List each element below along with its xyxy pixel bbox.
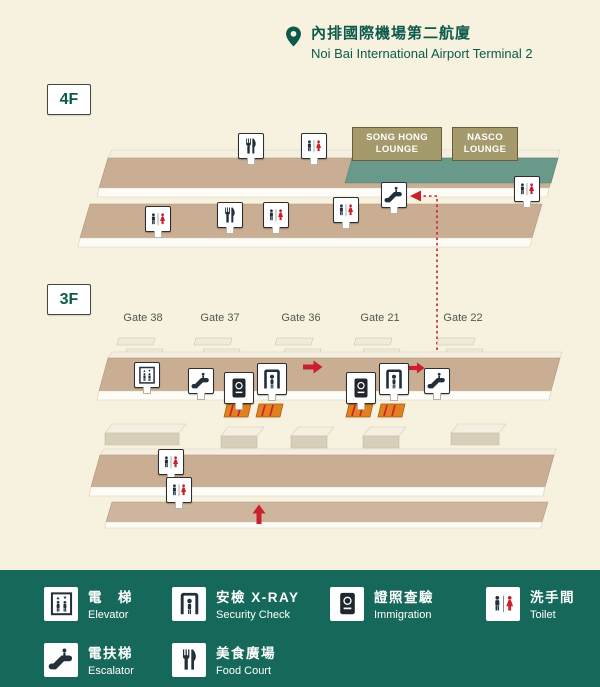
legend-item-toilet: 洗手間 Toilet [486, 586, 575, 621]
toilet-icon [486, 586, 520, 621]
immigration-icon [224, 372, 254, 404]
elevator-icon [134, 362, 160, 388]
route-arrowhead [410, 190, 421, 202]
immigration-icon [346, 372, 376, 404]
legend-item-immigration: 證照查驗 Immigration [330, 586, 434, 621]
security-check-icon [172, 586, 206, 621]
terminal-title-en: Noi Bai International Airport Terminal 2 [311, 46, 533, 61]
toilet-icon [333, 197, 359, 223]
legend-label-zh: 電 梯 [88, 590, 133, 605]
toilet-icon [301, 133, 327, 159]
legend-bar: 電 梯 Elevator 安檢 X-RAY Security Check 證照查… [0, 570, 600, 687]
floor-label-3f: 3F [47, 284, 91, 315]
toilet-icon [166, 477, 192, 503]
food-court-icon [217, 202, 243, 228]
legend-label-en: Immigration [374, 609, 432, 621]
gate-label: Gate 21 [360, 312, 400, 324]
partition-blocks [104, 423, 507, 449]
food-court-icon [238, 133, 264, 159]
legend-label-en: Food Court [216, 665, 272, 677]
legend-label-zh: 安檢 X-RAY [216, 590, 300, 605]
legend-label-en: Escalator [88, 665, 134, 677]
floor-label-4f: 4F [47, 84, 91, 115]
security-check-icon [379, 363, 409, 395]
legend-label-zh: 美食廣場 [216, 646, 276, 661]
toilet-icon [145, 206, 171, 232]
food-court-icon [172, 642, 206, 677]
nasco-lounge-sign: NASCO LOUNGE [452, 127, 518, 161]
escalator-icon [381, 182, 407, 208]
song-hong-lounge-sign: SONG HONG LOUNGE [352, 127, 442, 161]
security-check-icon [257, 363, 287, 395]
legend-label-zh: 證照查驗 [374, 590, 434, 605]
legend-item-escalator: 電扶梯 Escalator [44, 642, 134, 677]
legend-item-security-check: 安檢 X-RAY Security Check [172, 586, 300, 621]
escalator-icon [44, 642, 78, 677]
toilet-icon [158, 449, 184, 475]
immigration-icon [330, 586, 364, 621]
xray-machines [223, 403, 406, 418]
terminal-titles: 內排國際機場第二航廈 Noi Bai International Airport… [311, 22, 533, 61]
elevator-icon [44, 586, 78, 621]
gate-label: Gate 37 [200, 312, 240, 324]
legend-item-food-court: 美食廣場 Food Court [172, 642, 276, 677]
escalator-route-dashed-line [410, 190, 438, 372]
legend-item-elevator: 電 梯 Elevator [44, 586, 133, 621]
gate-label: Gate 22 [443, 312, 483, 324]
toilet-icon [514, 176, 540, 202]
legend-label-zh: 洗手間 [530, 590, 575, 605]
legend-label-en: Elevator [88, 609, 129, 621]
toilet-icon [263, 202, 289, 228]
legend-label-zh: 電扶梯 [88, 646, 133, 661]
floor-3f-top-corridor [96, 351, 563, 401]
legend-label-en: Toilet [530, 609, 556, 621]
floor-3f-lower-corridor [88, 448, 557, 529]
gate-label: Gate 36 [281, 312, 321, 324]
terminal-title-zh: 內排國際機場第二航廈 [311, 25, 472, 42]
floor-4f-slab [77, 149, 561, 248]
escalator-icon [424, 368, 450, 394]
legend-label-en: Security Check [216, 609, 290, 621]
map-header: 內排國際機場第二航廈 Noi Bai International Airport… [283, 22, 533, 61]
escalator-icon [188, 368, 214, 394]
gate-label: Gate 38 [123, 312, 163, 324]
